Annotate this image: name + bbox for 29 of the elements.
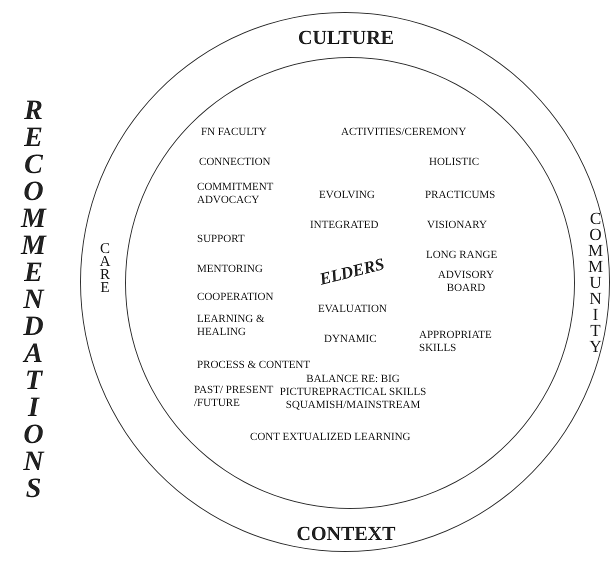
ring-label: CULTURE [298,27,394,49]
concept-label: COOPERATION [197,291,274,304]
center-label: ELDERS [318,255,386,289]
concept-label: DYNAMIC [324,333,377,346]
concept-label: CONNECTION [199,156,270,169]
concept-label: ADVISORY BOARD [436,269,496,295]
concept-label: EVOLVING [319,189,375,202]
concept-label: BALANCE RE: BIG PICTUREPRACTICAL SKILLS SQUAMISH/MAINSTREAM [278,373,428,412]
inner-circle [125,57,575,509]
ring-label: CARE [98,241,111,293]
concept-label: PRACTICUMS [425,189,496,202]
concept-label: MENTORING [197,263,263,276]
outer-circle [80,12,610,552]
concept-label: INTEGRATED [310,219,378,232]
concept-label: COMMITMENT ADVOCACY [197,181,274,207]
concept-label: CONT EXTUALIZED LEARNING [250,431,410,444]
vertical-title: RECOMMENDATIONS [18,95,48,500]
concept-label: LONG RANGE [426,249,498,262]
concept-label: APPROPRIATE SKILLS [419,329,493,355]
concept-label: FN FACULTY [201,126,267,139]
ring-label: CONTEXT [296,523,396,545]
concept-label: SUPPORT [197,233,245,246]
concept-label: LEARNING & HEALING [197,313,266,339]
concept-label: VISIONARY [427,219,487,232]
concept-label: EVALUATION [318,303,387,316]
concept-label: ACTIVITIES/CEREMONY [341,126,466,139]
ring-label: COMMUNITY [589,209,602,353]
concept-label: PROCESS & CONTENT [197,359,310,372]
concept-label: HOLISTIC [429,156,480,169]
